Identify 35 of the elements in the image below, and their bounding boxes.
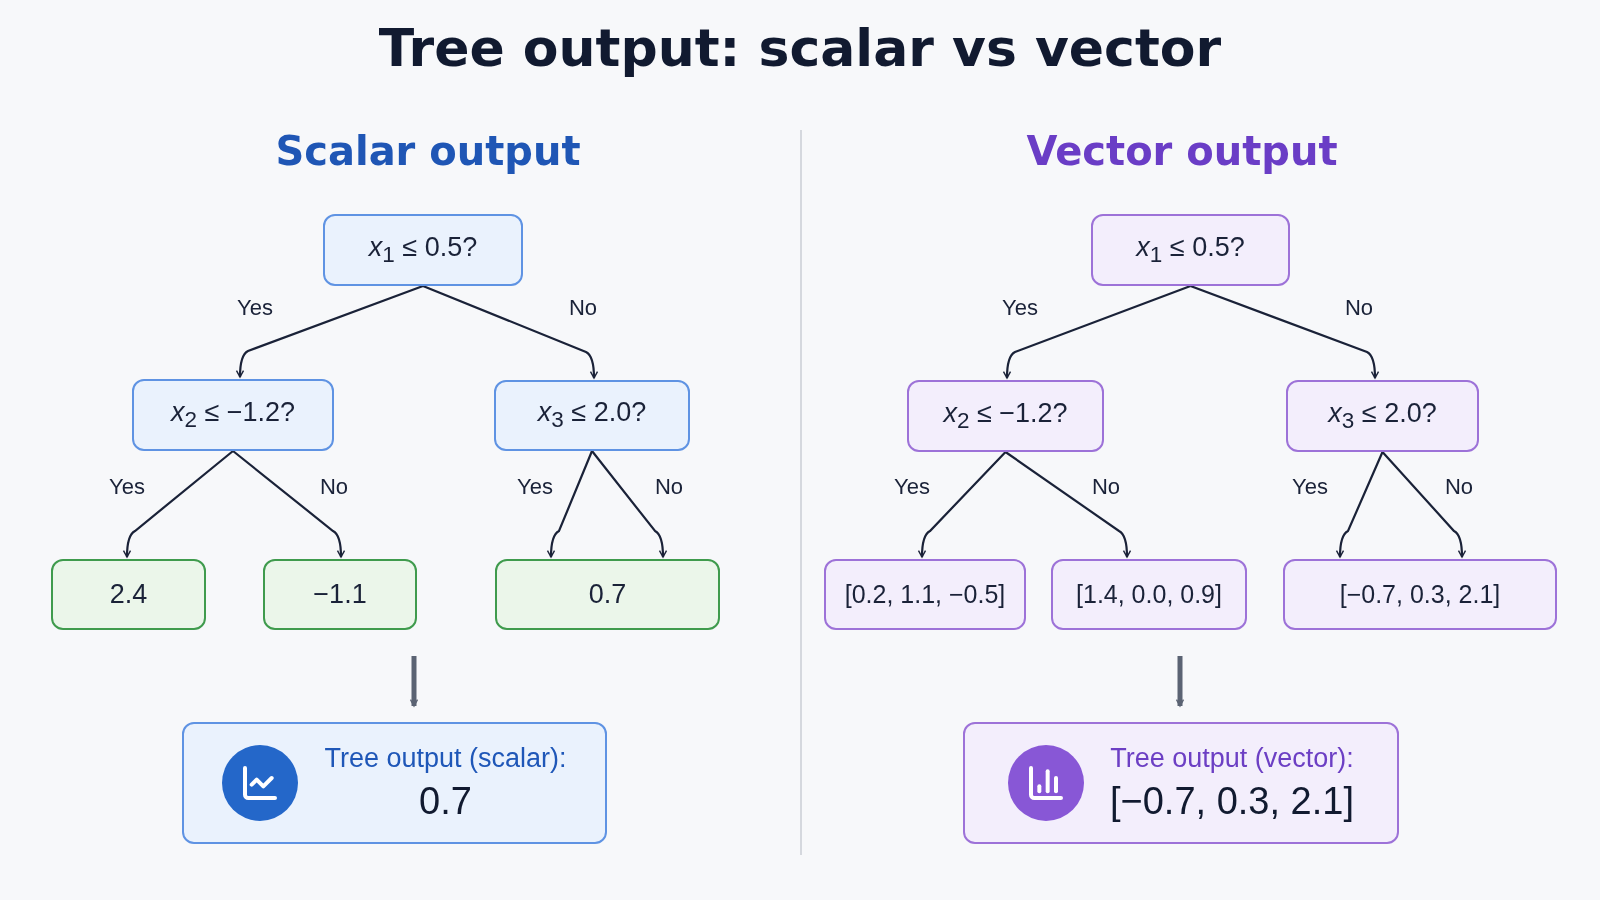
output-box <box>963 722 1399 844</box>
arrow <box>1335 451 1384 558</box>
leaf-box: −1.1 <box>263 559 417 630</box>
arrow <box>917 451 1007 558</box>
arrow <box>122 450 234 558</box>
leaf-box: [0.2, 1.1, −0.5] <box>824 559 1026 630</box>
decision-box: x$_{1}$ ≤ 0.5? <box>323 214 523 286</box>
leaf-box: [1.4, 0.0, 0.9] <box>1051 559 1247 630</box>
output-heading: Tree output (vector): <box>1110 743 1354 774</box>
decision-box: x$_{3}$ ≤ 2.0? <box>494 380 690 451</box>
leaf-box: [−0.7, 0.3, 2.1] <box>1283 559 1557 630</box>
arrow <box>1004 451 1132 558</box>
arrow <box>1002 284 1191 379</box>
leaf-box: 2.4 <box>51 559 206 630</box>
arrow <box>1175 656 1185 707</box>
arrow <box>422 285 599 379</box>
decision-box: x$_{2}$ ≤ −1.2? <box>132 379 334 451</box>
arrow <box>1381 451 1467 558</box>
arrow <box>1190 284 1380 379</box>
arrow <box>546 450 593 558</box>
arrow <box>235 284 424 378</box>
output-value: 0.7 <box>419 780 472 823</box>
section-heading: Vector output <box>1025 128 1339 174</box>
leaf-box: 0.7 <box>495 559 720 630</box>
output-heading: Tree output (scalar): <box>324 743 567 774</box>
arrow <box>232 450 346 558</box>
decision-box: x$_{2}$ ≤ −1.2? <box>907 380 1104 452</box>
arrow <box>591 450 668 558</box>
decision-box: x$_{3}$ ≤ 2.0? <box>1286 380 1479 452</box>
output-value: [−0.7, 0.3, 2.1] <box>1110 780 1354 823</box>
title: Tree output: scalar vs vector <box>377 18 1223 78</box>
arrow <box>409 656 419 707</box>
section-heading: Scalar output <box>274 128 582 174</box>
decision-box: x$_{1}$ ≤ 0.5? <box>1091 214 1290 286</box>
output-box <box>182 722 607 844</box>
